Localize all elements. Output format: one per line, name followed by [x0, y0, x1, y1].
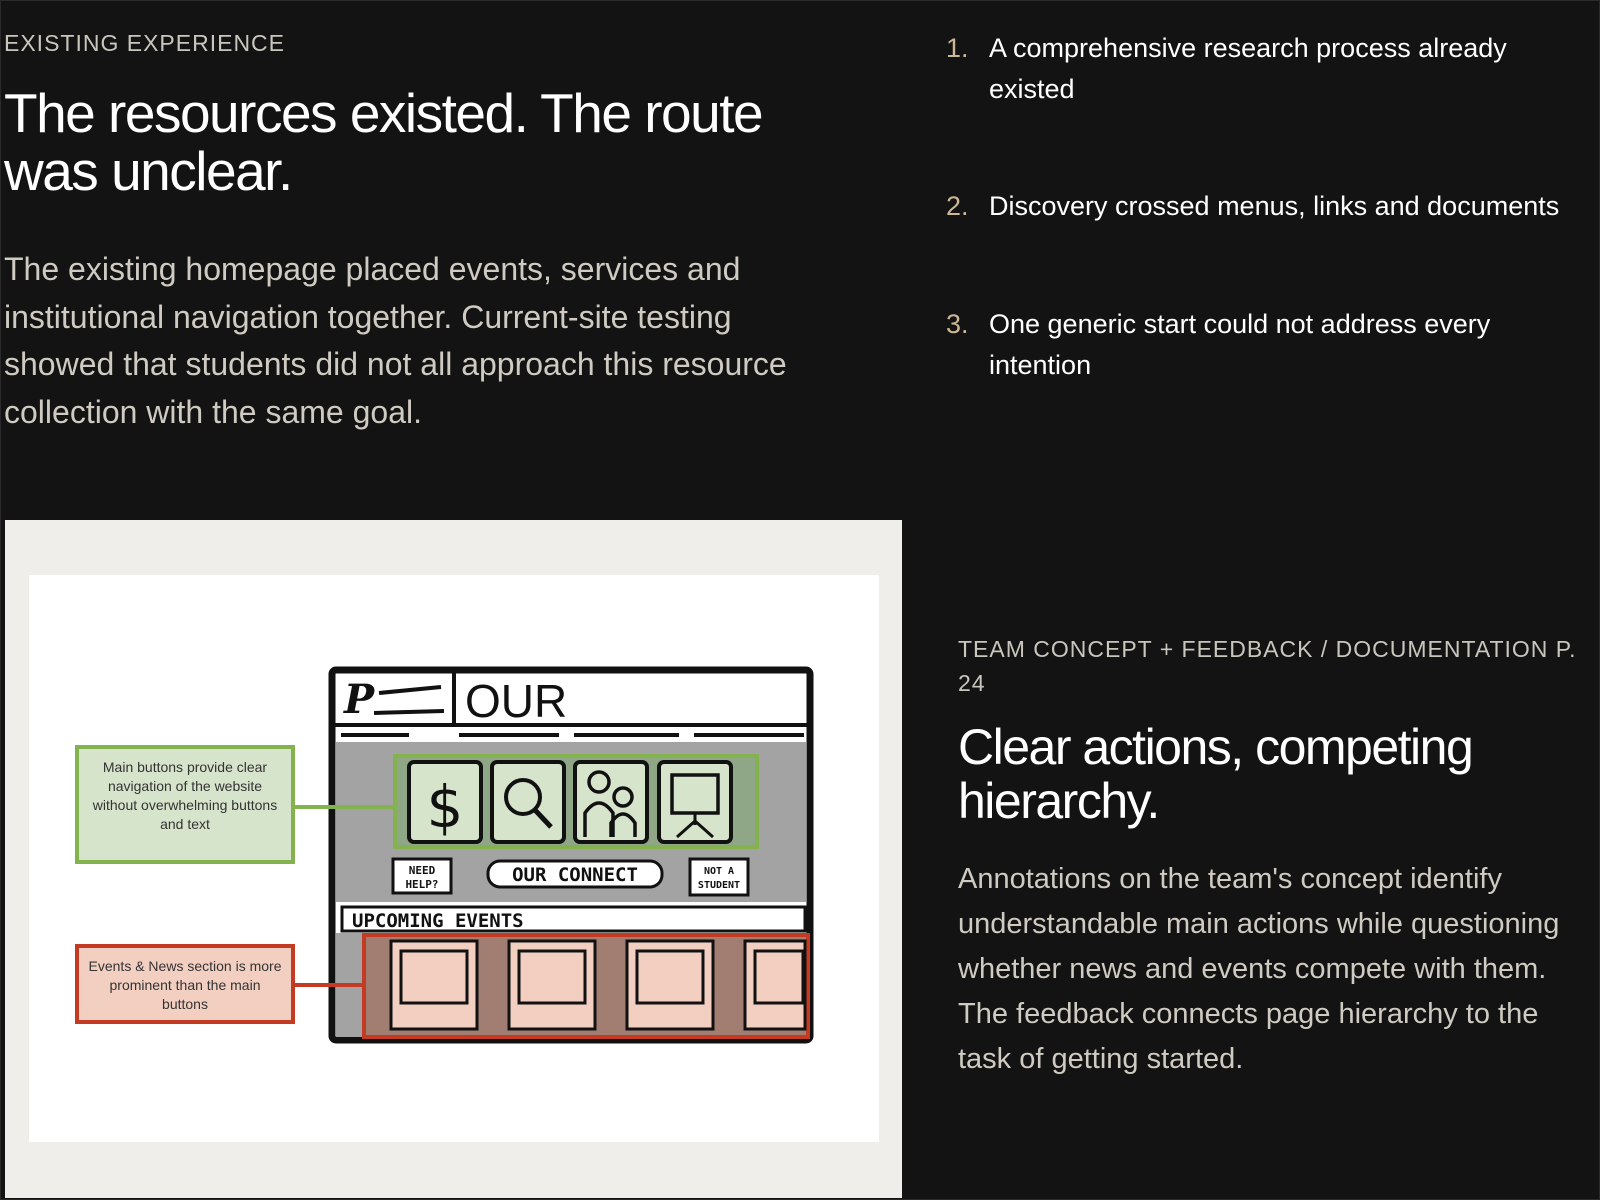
annotation-green-box: [75, 745, 295, 864]
svg-text:NOT A: NOT A: [704, 866, 734, 877]
concept-sketch: P OUR $: [75, 666, 814, 1044]
svg-text:NEED: NEED: [409, 864, 436, 877]
concept-sketch-card: P OUR $: [29, 575, 879, 1142]
annotation-red-box: [75, 944, 295, 1024]
feedback-title: Clear actions, competing hierarchy.: [958, 719, 1474, 829]
events-heading: UPCOMING EVENTS: [352, 910, 524, 932]
finding-number: 1.: [946, 33, 969, 63]
svg-text:$: $: [427, 773, 464, 841]
finding-number: 3.: [946, 309, 969, 339]
section-title: The resources existed. The route was unc…: [4, 82, 764, 202]
finding-text: Discovery crossed menus, links and docum…: [989, 191, 1560, 221]
logo-stroke-2: [373, 709, 445, 715]
presentation-icon: [657, 760, 733, 844]
event-card: [625, 939, 715, 1031]
finding-text: One generic start could not address ever…: [989, 309, 1491, 380]
concept-image-panel: P OUR $: [5, 520, 902, 1198]
search-icon: [490, 760, 566, 844]
feedback-description: Annotations on the team's concept identi…: [958, 863, 1560, 1075]
logo-icon: P: [343, 676, 376, 723]
not-a-student-button: [688, 857, 750, 897]
logo-text: OUR: [465, 675, 567, 727]
svg-text:OUR CONNECT: OUR CONNECT: [512, 864, 638, 886]
events-heading-bar: [340, 905, 807, 933]
section-description: The existing homepage placed events, ser…: [4, 251, 787, 430]
event-card: [389, 939, 479, 1031]
annotation-green-text: Main buttons provide clear navigation of…: [92, 759, 278, 832]
need-help-button: [391, 857, 453, 895]
annotation-red-text: Events & News section is more prominent …: [88, 958, 282, 1012]
logo-stroke-1: [378, 685, 442, 695]
finding-number: 2.: [946, 191, 969, 221]
event-card: [507, 939, 597, 1031]
finding-text: A comprehensive research process already…: [989, 33, 1507, 104]
section-eyebrow: EXISTING EXPERIENCE: [4, 30, 286, 56]
svg-text:HELP?: HELP?: [405, 878, 438, 891]
people-icon: [573, 760, 649, 844]
feedback-eyebrow: TEAM CONCEPT + FEEDBACK / DOCUMENTATION …: [958, 636, 1577, 696]
our-connect-button: [486, 859, 664, 889]
svg-text:STUDENT: STUDENT: [698, 880, 740, 891]
dollar-icon: [407, 760, 483, 844]
